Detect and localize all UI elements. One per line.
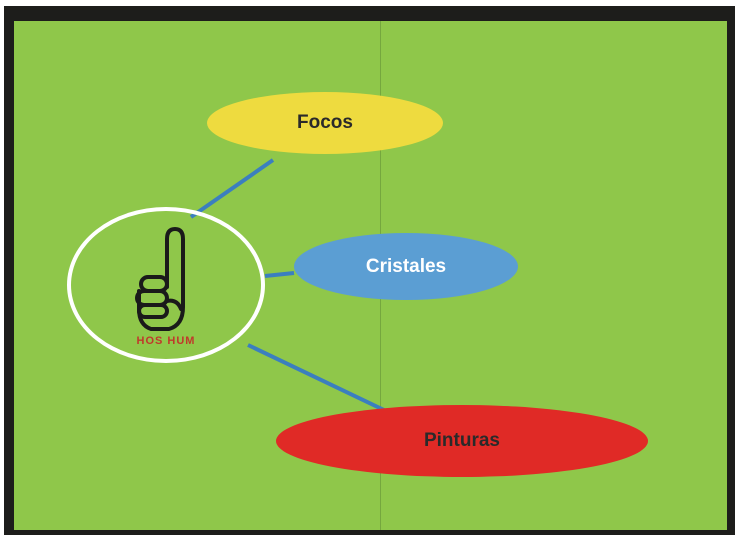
connector-pinturas [247,343,385,412]
pointing-up-hand-icon [135,227,185,331]
node-pinturas: Pinturas [276,405,648,477]
connector-cristales [264,271,295,278]
node-cristales: Cristales [294,233,518,300]
hub-caption: HOS HUM [136,335,196,347]
node-pinturas-label: Pinturas [423,430,501,451]
hub-circle: HOS HUM [67,207,265,363]
connector-focos [189,158,275,219]
slide-frame: Focos Cristales Pinturas [4,6,735,535]
slide-panel: Focos Cristales Pinturas [14,21,727,530]
node-cristales-label: Cristales [365,255,447,277]
node-focos-label: Focos [297,112,353,133]
connector-lines [189,158,385,412]
node-focos: Focos [207,92,443,154]
